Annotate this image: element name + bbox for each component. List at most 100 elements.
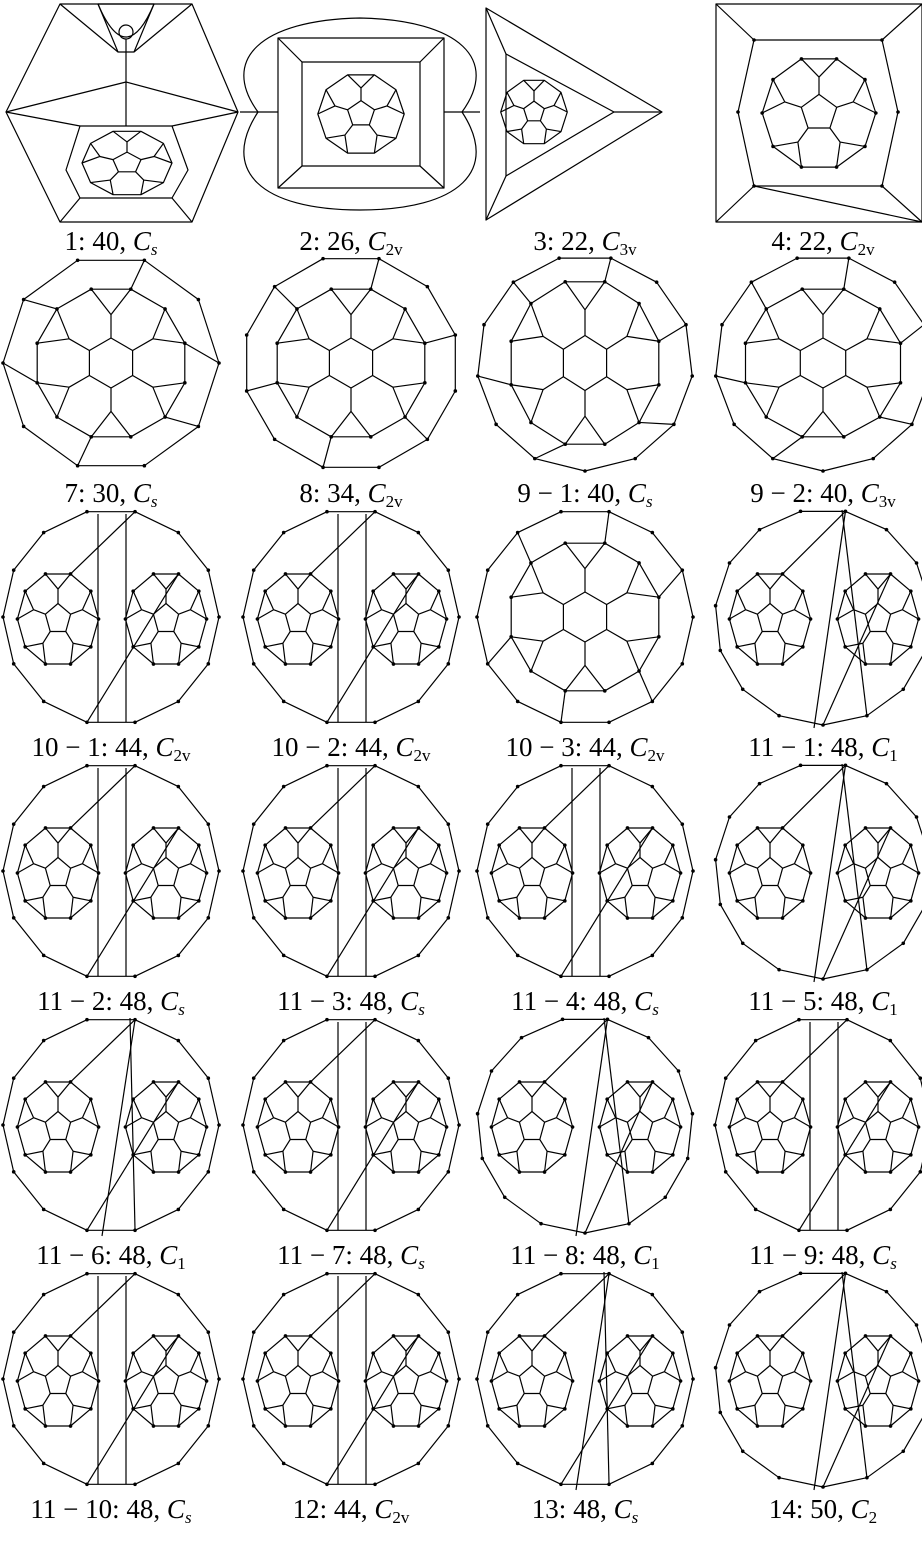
edge [845, 1405, 863, 1409]
panel-id: 7 [65, 478, 79, 508]
edge [499, 1353, 507, 1372]
edge [757, 574, 770, 589]
edge [141, 156, 154, 159]
vertex-dot [69, 662, 73, 666]
panel-id: 11 − 2 [37, 986, 105, 1016]
edge [755, 643, 758, 664]
vertex-dot [880, 38, 884, 42]
vertex-dot [626, 1334, 630, 1338]
edge [25, 1405, 43, 1409]
symmetry-letter: C [160, 986, 178, 1016]
symmetry-group: C3v [861, 478, 896, 508]
ring-boundary [365, 574, 446, 664]
edge [522, 121, 528, 129]
vertex-dot [651, 531, 655, 535]
edge [327, 1336, 419, 1484]
symmetry-group: Cs [133, 478, 158, 508]
vertex-dot [490, 1125, 494, 1129]
vertex-dot [490, 1069, 494, 1073]
vertex-dot [16, 1379, 20, 1383]
vertex-dot [417, 1039, 421, 1043]
vertex-dot [571, 1379, 575, 1383]
symmetry-group: C2v [629, 732, 664, 762]
edge [306, 886, 313, 898]
edge [511, 593, 543, 597]
edge [391, 1140, 398, 1152]
edge [179, 1151, 182, 1172]
edge [737, 1405, 755, 1409]
vertex-dot [475, 1377, 479, 1381]
vertex-dot [647, 1036, 651, 1040]
vertex-dot [663, 1195, 667, 1199]
vertex-dot [718, 649, 722, 653]
vertex-dot [486, 1330, 490, 1334]
vertex-dot [282, 1293, 286, 1297]
vertex-dot [607, 974, 611, 978]
vertex-dot [563, 899, 567, 903]
vertex-dot [207, 1330, 211, 1334]
edge [546, 129, 561, 132]
vertex-dot [735, 1407, 739, 1411]
edge [556, 845, 564, 864]
vertex-dot [651, 1293, 655, 1297]
vertex-dot [718, 903, 722, 907]
edge [517, 897, 520, 918]
edge [737, 845, 745, 864]
edge [327, 574, 419, 722]
edge [655, 1405, 673, 1409]
vertex-dot [563, 1097, 567, 1101]
edge [783, 1118, 795, 1122]
vertex-dot [626, 826, 630, 830]
vertex-dot [284, 1170, 288, 1174]
outer-face [3, 1020, 219, 1231]
edge [190, 845, 198, 864]
edge [616, 864, 628, 868]
symmetry-letter: C [374, 1494, 392, 1524]
edge [430, 1099, 438, 1118]
edge [794, 1099, 802, 1118]
edge [819, 59, 837, 77]
vertex-dot [917, 1379, 921, 1383]
edge [518, 533, 531, 563]
edge [785, 643, 803, 647]
vertex-dot [371, 1097, 375, 1101]
vertex-dot [44, 916, 48, 920]
edge [783, 1151, 786, 1172]
edge [153, 828, 166, 843]
vertex-dot [309, 1424, 313, 1428]
edge [82, 845, 90, 864]
vertex-dot [437, 1153, 441, 1157]
inner-face [757, 1366, 782, 1394]
vertex-dot [447, 1330, 451, 1334]
vertex-dot [655, 280, 659, 284]
edge [823, 289, 844, 314]
edge [524, 80, 534, 91]
edge [91, 411, 111, 436]
vertex-dot [309, 1170, 313, 1174]
vertex-dot [843, 1351, 847, 1355]
edge [770, 574, 783, 589]
vertex-dot [329, 899, 333, 903]
symmetry-letter: C [155, 732, 173, 762]
edge [420, 166, 444, 188]
vertex-count: 48 [593, 1240, 620, 1270]
vertex-dot [89, 1097, 93, 1101]
edge [283, 1140, 290, 1152]
ring-boundary [729, 574, 810, 664]
vertex-dot [490, 871, 494, 875]
vertex-dot [152, 1334, 156, 1338]
edge [585, 665, 605, 690]
vertex-dot [129, 435, 133, 439]
edge [283, 897, 286, 918]
edge [151, 632, 158, 644]
vertex-dot [89, 1407, 93, 1411]
edge [511, 385, 543, 390]
edge [6, 82, 126, 112]
vertex-dot [426, 285, 430, 289]
vertex-count: 48 [360, 986, 387, 1016]
edge [179, 610, 191, 614]
panel-caption: 13: 48, Cs [474, 1494, 696, 1533]
edge [794, 845, 802, 864]
inner-triangle [506, 54, 614, 176]
ring-boundary [599, 1082, 680, 1172]
